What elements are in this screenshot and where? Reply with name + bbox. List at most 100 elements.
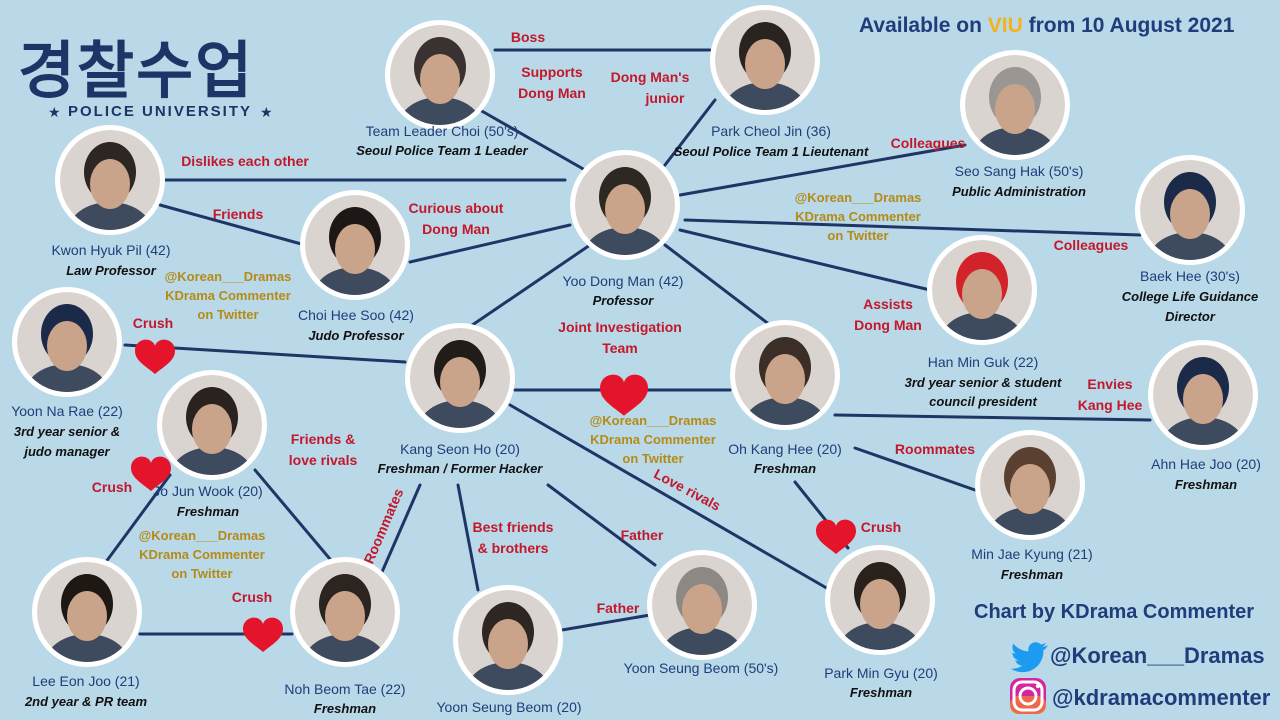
character-name: Seo Sang Hak (50's) [955, 163, 1084, 179]
character-name: Oh Kang Hee (20) [728, 441, 842, 457]
rel-assists-2: Dong Man [854, 317, 922, 333]
character-node-lee-eon-joo: Lee Eon Joo (21) 2nd year & PR team [24, 557, 148, 709]
character-node-park-cheol-jin: Park Cheol Jin (36)Seoul Police Team 1 L… [674, 5, 869, 159]
rel-joint: Joint Investigation [558, 319, 682, 335]
character-role: Freshman / Former Hacker [378, 461, 544, 476]
watermark-handle: @Korean___Dramas [795, 190, 922, 205]
character-role: 3rd year senior & [14, 424, 120, 439]
character-role: Law Professor [66, 263, 157, 278]
character-role: Freshman [314, 701, 376, 716]
character-name: Kang Seon Ho (20) [400, 441, 520, 457]
edge-choi-dongman [480, 110, 585, 170]
watermark-platform: on Twitter [171, 566, 232, 581]
character-role: 3rd year senior & student [905, 375, 1062, 390]
character-role: Public Administration [952, 184, 1086, 199]
chart-credit: Chart by KDrama Commenter [974, 601, 1254, 623]
character-name: Yoon Na Rae (22) [11, 403, 123, 419]
character-node-ahn-hae-joo: Ahn Hae Joo (20)Freshman [1148, 340, 1261, 492]
character-node-oh-kang-hee: Oh Kang Hee (20) Freshman [728, 320, 842, 476]
character-role: judo manager [22, 444, 110, 459]
rel-father-2: Father [597, 600, 640, 616]
rel-supports: Supports [521, 64, 583, 80]
character-name: Jo Jun Wook (20) [153, 483, 262, 499]
character-name: Baek Hee (30's) [1140, 268, 1240, 284]
character-name: Choi Hee Soo (42) [298, 307, 414, 323]
character-name: Yoon Seung Beom (50's) [624, 660, 779, 676]
rel-assists: Assists [863, 296, 913, 312]
character-role: council president [929, 394, 1037, 409]
rel-envies-2: Kang Hee [1078, 397, 1143, 413]
watermark-name: KDrama Commenter [139, 547, 265, 562]
watermark-name: KDrama Commenter [165, 288, 291, 303]
rel-crush-junwook: Crush [92, 479, 132, 495]
watermark-name: KDrama Commenter [590, 432, 716, 447]
character-node-choi-hee-soo: Choi Hee Soo (42) Judo Professor [298, 190, 414, 343]
avatar [735, 325, 835, 457]
heart-icon [135, 340, 175, 374]
watermark-1: @Korean___Dramas KDrama Commenter on Twi… [795, 190, 922, 243]
character-name: Yoon Seung Beom (20) [436, 699, 581, 715]
rel-roommates-beomtae: Roommates [360, 486, 406, 566]
watermark-platform: on Twitter [827, 228, 888, 243]
rel-joint-2: Team [602, 340, 638, 356]
rel-crush-mingyu: Crush [861, 519, 901, 535]
character-node-baek-hee: Baek Hee (30's) College Life GuidanceDire… [1122, 155, 1259, 324]
character-role: Judo Professor [308, 328, 404, 343]
watermark-4: @Korean___Dramas KDrama Commenter on Twi… [139, 528, 266, 581]
rel-crush-eonjoo: Crush [232, 589, 272, 605]
character-name: Ahn Hae Joo (20) [1151, 456, 1261, 472]
rel-roommates-kanghee: Roommates [895, 441, 975, 457]
character-role: Freshman [754, 461, 816, 476]
rel-supports-2: Dong Man [518, 85, 586, 101]
rel-friends-rivals-2: love rivals [289, 452, 358, 468]
character-node-min-jae-kyung: Min Jae Kyung (21)Freshman [971, 430, 1092, 582]
character-node-noh-beom-tae: Noh Beom Tae (22)Freshman [284, 557, 405, 716]
avatar [830, 550, 930, 682]
twitter-handle: @Korean___Dramas [1050, 643, 1265, 668]
character-node-yoon-seung-beom-20: Yoon Seung Beom (20) [436, 585, 581, 720]
rel-dislikes: Dislikes each other [181, 153, 309, 169]
twitter-icon [1011, 642, 1048, 672]
edge-seungbeom20-seungbeom50 [562, 615, 650, 630]
credits: Chart by KDrama Commenter @Korean___Dram… [974, 601, 1271, 714]
rel-colleagues-baek: Colleagues [1054, 237, 1129, 253]
drama-logo: 경찰수업 ★ POLICE UNIVERSITY ★ [18, 34, 273, 120]
avatar [295, 562, 395, 694]
rel-colleagues-seo: Colleagues [891, 135, 966, 151]
title-korean: 경찰수업 [18, 34, 254, 107]
character-name: Yoo Dong Man (42) [563, 273, 684, 289]
rel-curious: Curious about [409, 200, 504, 216]
character-role: College Life Guidance [1122, 289, 1259, 304]
character-node-jo-jun-wook: Jo Jun Wook (20)Freshman [153, 370, 267, 519]
character-node-kang-seon-ho: Kang Seon Ho (20) Freshman / Former Hacke… [378, 323, 544, 476]
character-role: Director [1165, 309, 1216, 324]
character-name: Lee Eon Joo (21) [32, 673, 139, 689]
rel-junior: Dong Man's [611, 69, 690, 85]
instagram-icon [1010, 678, 1046, 714]
character-node-seo-sang-hak: Seo Sang Hak (50's) Public Administration [952, 50, 1086, 199]
character-role: Professor [593, 293, 655, 308]
watermark-handle: @Korean___Dramas [165, 269, 292, 284]
edge-junwook-beomtae [255, 470, 335, 565]
rel-friends-rivals: Friends & [291, 431, 356, 447]
character-name: Min Jae Kyung (21) [971, 546, 1092, 562]
watermark-handle: @Korean___Dramas [139, 528, 266, 543]
character-node-han-min-guk: Han Min Guk (22) 3rd year senior & studen… [905, 235, 1062, 409]
character-name: Team Leader Choi (50's) [366, 123, 519, 139]
character-name: Park Cheol Jin (36) [711, 123, 831, 139]
character-node-yoon-seung-beom-50s: Yoon Seung Beom (50's) [624, 550, 779, 687]
avatar [932, 240, 1032, 372]
heart-icon [600, 375, 648, 416]
edge-seonho-seungbeom20 [458, 485, 478, 590]
character-name: Han Min Guk (22) [928, 354, 1038, 370]
watermark-handle: @Korean___Dramas [590, 413, 717, 428]
rel-friends: Friends [213, 206, 264, 222]
character-role: 2nd year & PR team [24, 694, 148, 709]
rel-curious-2: Dong Man [422, 221, 490, 237]
watermark-platform: on Twitter [622, 451, 683, 466]
watermark-3: @Korean___Dramas KDrama Commenter on Twi… [590, 413, 717, 466]
edge-minguk-dongman [680, 230, 930, 290]
character-node-park-min-gyu: Park Min Gyu (20)Freshman [824, 545, 938, 700]
heart-icon [816, 520, 856, 554]
